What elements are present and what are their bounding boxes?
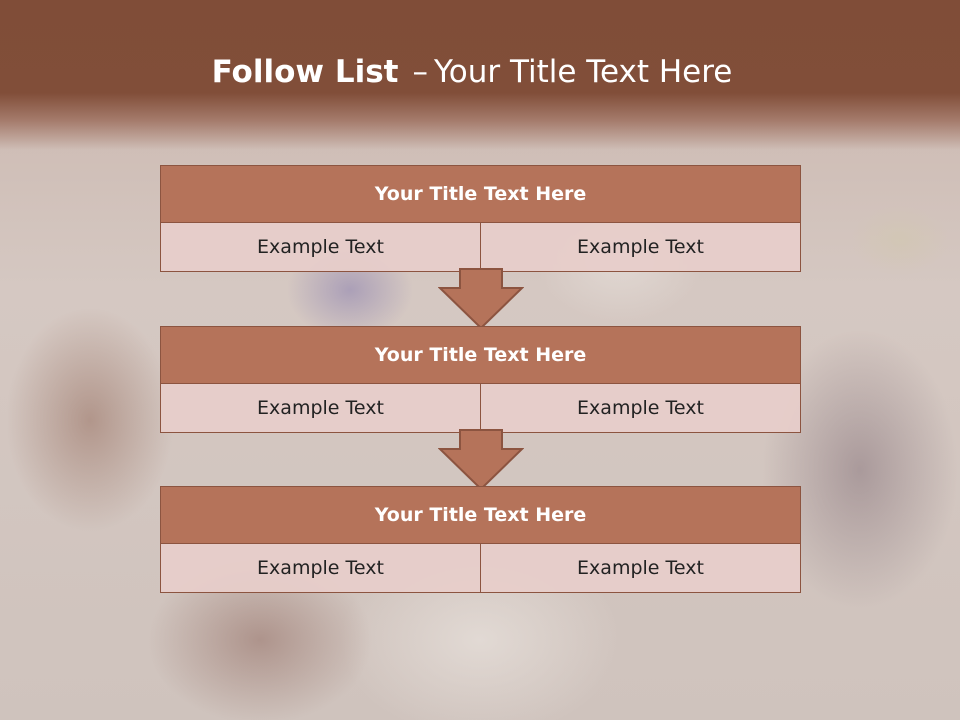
slide-title-separator: – — [412, 54, 428, 90]
slide-title: Follow List–Your Title Text Here — [0, 54, 944, 90]
title-band — [0, 0, 960, 150]
list-block-1: Your Title Text Here Example Text Exampl… — [160, 165, 801, 272]
block-left-text: Example Text — [160, 383, 481, 433]
block-left-text: Example Text — [160, 222, 481, 272]
block-right-text: Example Text — [480, 543, 801, 593]
list-block-2: Your Title Text Here Example Text Exampl… — [160, 326, 801, 433]
block-right-text: Example Text — [480, 222, 801, 272]
block-title: Your Title Text Here — [160, 326, 801, 384]
slide-title-bold: Follow List — [211, 54, 399, 90]
down-arrow-icon — [438, 429, 524, 491]
down-arrow-icon — [438, 268, 524, 330]
list-block-3: Your Title Text Here Example Text Exampl… — [160, 486, 801, 593]
block-left-text: Example Text — [160, 543, 481, 593]
block-title: Your Title Text Here — [160, 486, 801, 544]
slide-title-rest: Your Title Text Here — [433, 54, 733, 90]
block-right-text: Example Text — [480, 383, 801, 433]
block-title: Your Title Text Here — [160, 165, 801, 223]
